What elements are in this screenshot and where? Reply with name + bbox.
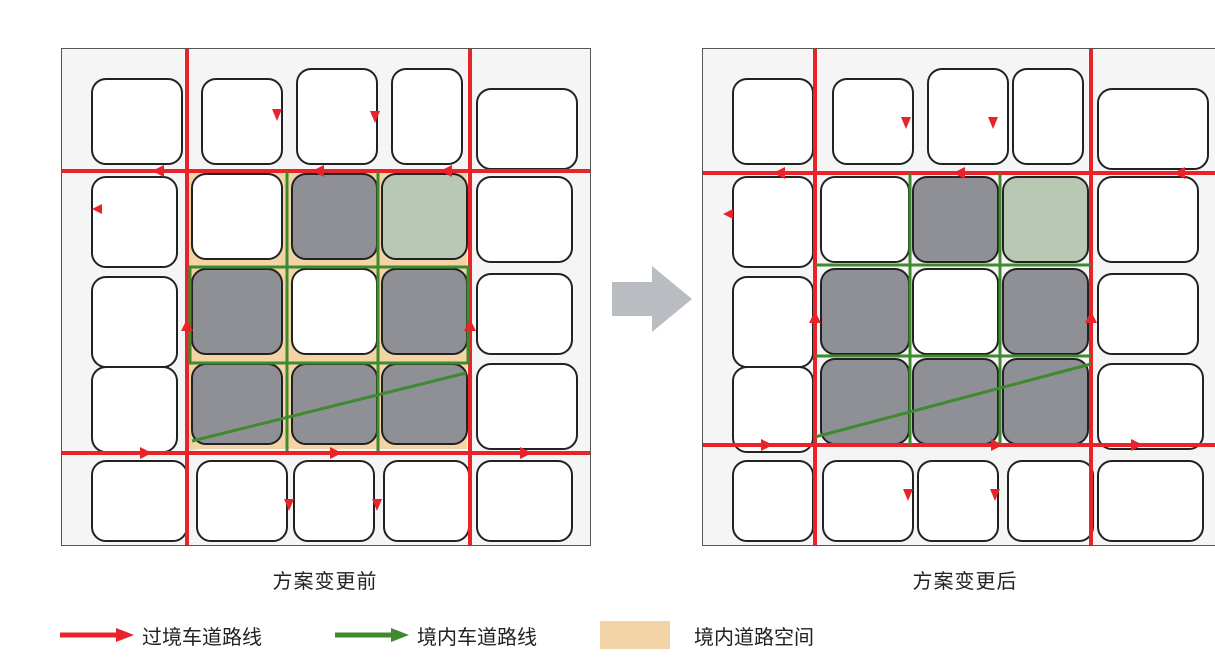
caption-after: 方案变更后 (912, 569, 1018, 593)
legend-through-traffic: 过境车道路线 (60, 620, 262, 650)
legend-label-internal: 境内车道路线 (417, 624, 537, 649)
map-before (61, 48, 591, 546)
red-arrow-icon (60, 628, 134, 642)
sand-swatch (600, 621, 670, 649)
caption-before: 方案变更前 (272, 569, 378, 593)
legend-label-through: 过境车道路线 (142, 624, 262, 649)
legend-label-space: 境内道路空间 (694, 624, 814, 649)
legend-internal-space: 境内道路空间 (600, 620, 814, 650)
internal-routes-after (814, 173, 1092, 445)
internal-routes-before (188, 171, 470, 451)
arrow-right-icon (612, 266, 692, 336)
legend-internal-traffic: 境内车道路线 (335, 620, 537, 650)
map-after (702, 48, 1215, 546)
green-arrow-icon (335, 628, 409, 642)
